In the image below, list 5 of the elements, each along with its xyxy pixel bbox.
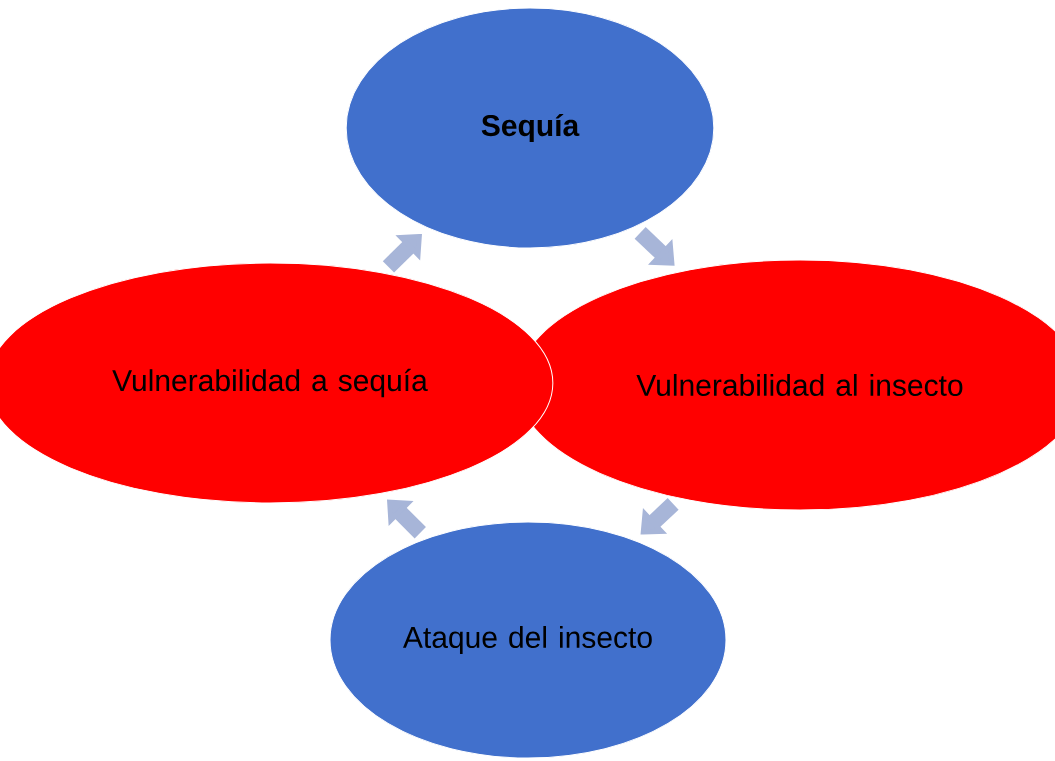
block-arrow <box>387 499 426 539</box>
block-arrow <box>640 498 679 535</box>
ellipse-node: Sequía <box>345 7 715 249</box>
ellipse-node: Ataque del insecto <box>329 521 727 759</box>
block-arrow <box>634 227 675 266</box>
